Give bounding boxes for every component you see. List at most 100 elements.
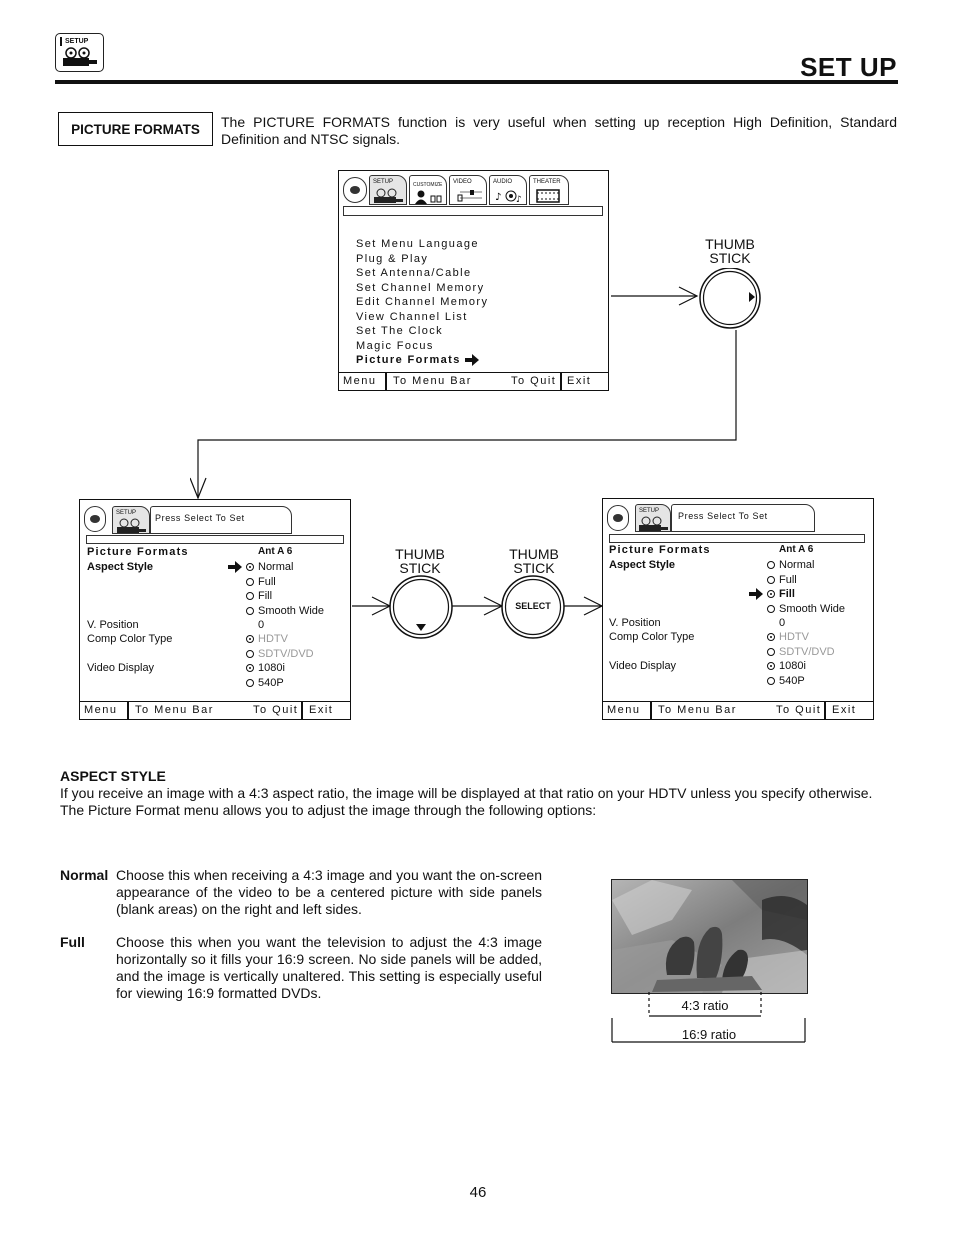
thumb-stick-down-and-select-icons bbox=[352, 575, 604, 639]
option-smooth-wide[interactable]: Smooth Wide bbox=[246, 604, 324, 619]
ratio-16-9-label: 16:9 ratio bbox=[681, 1027, 737, 1042]
radio-icon bbox=[246, 649, 254, 658]
audio-note-icon: ♪ ♪ bbox=[495, 190, 522, 204]
full-description: Choose this when you want the television… bbox=[116, 934, 542, 1001]
radio-icon bbox=[767, 561, 775, 570]
option-1080i[interactable]: 1080i bbox=[767, 659, 806, 674]
aspect-style-heading: ASPECT STYLE bbox=[60, 768, 166, 784]
thumb-stick-label: THUMB STICK bbox=[509, 546, 559, 576]
option-normal[interactable]: Normal bbox=[767, 558, 845, 573]
radio-icon bbox=[767, 575, 775, 584]
footer-to-menu-bar: To Menu Bar bbox=[393, 375, 472, 387]
option-fill[interactable]: Fill bbox=[767, 587, 845, 602]
v-position-label: V. Position bbox=[87, 619, 139, 631]
radio-icon bbox=[246, 678, 254, 687]
nav-circle-icon bbox=[343, 177, 367, 203]
menu-item[interactable]: Set The Clock bbox=[356, 325, 444, 337]
option-full[interactable]: Full bbox=[767, 573, 845, 588]
select-button[interactable]: SELECT bbox=[515, 601, 551, 611]
arrow-right-icon bbox=[749, 588, 763, 600]
option-hdtv[interactable]: HDTV bbox=[767, 630, 835, 645]
person-icon bbox=[415, 190, 442, 204]
tab-video[interactable]: VIDEO bbox=[449, 175, 487, 205]
menu-item[interactable]: Set Channel Memory bbox=[356, 281, 485, 294]
menu-item[interactable]: Edit Channel Memory bbox=[356, 296, 489, 308]
menu-item[interactable]: View Channel List bbox=[356, 310, 468, 323]
setup-section-icon: SETUP bbox=[55, 33, 104, 72]
menu-footer: Menu To Menu Bar To Quit Exit bbox=[603, 701, 873, 719]
ratio-4-3-label: 4:3 ratio bbox=[681, 998, 729, 1013]
menu-item-picture-formats[interactable]: Picture Formats bbox=[356, 354, 461, 366]
footer-to-quit: To Quit bbox=[511, 375, 557, 387]
footer-exit: Exit bbox=[567, 375, 592, 387]
footer-to-menu-bar: To Menu Bar bbox=[135, 704, 214, 716]
arrow-right-icon bbox=[464, 354, 479, 367]
footer-menu: Menu bbox=[84, 704, 118, 716]
tab-customize[interactable]: CUSTOMIZE bbox=[409, 175, 447, 205]
radio-selected-icon bbox=[246, 635, 254, 644]
option-sdtv-dvd[interactable]: SDTV/DVD bbox=[246, 647, 314, 662]
radio-icon bbox=[246, 606, 254, 615]
footer-exit: Exit bbox=[832, 704, 857, 716]
tab-setup[interactable]: SETUP bbox=[635, 504, 671, 532]
projector-icon bbox=[374, 188, 403, 203]
channel-label: Ant A 6 bbox=[258, 546, 293, 557]
menu-item[interactable]: Plug & Play bbox=[356, 252, 429, 265]
footer-to-menu-bar: To Menu Bar bbox=[658, 704, 737, 716]
normal-term: Normal bbox=[60, 867, 109, 883]
option-hdtv[interactable]: HDTV bbox=[246, 632, 314, 647]
tab-setup[interactable]: SETUP bbox=[112, 506, 150, 534]
radio-icon bbox=[767, 676, 775, 685]
video-display-options: 1080i 540P bbox=[767, 659, 806, 688]
aspect-style-label: Aspect Style bbox=[87, 561, 154, 573]
v-position-value[interactable]: 0 bbox=[779, 617, 786, 629]
nav-circle-icon bbox=[84, 506, 106, 532]
page-title: SET UP bbox=[800, 52, 897, 82]
press-select-tab: Press Select To Set bbox=[150, 506, 292, 534]
option-smooth-wide[interactable]: Smooth Wide bbox=[767, 602, 845, 617]
option-1080i[interactable]: 1080i bbox=[246, 661, 285, 676]
option-full[interactable]: Full bbox=[246, 575, 324, 590]
tab-setup[interactable]: SETUP bbox=[369, 175, 407, 205]
seals-image bbox=[612, 880, 807, 993]
menu-item[interactable]: Set Menu Language bbox=[356, 238, 479, 250]
press-select-tab: Press Select To Set bbox=[671, 504, 815, 532]
footer-exit: Exit bbox=[309, 704, 334, 716]
option-540p[interactable]: 540P bbox=[246, 676, 285, 691]
intro-text: The PICTURE FORMATS function is very use… bbox=[221, 114, 897, 147]
radio-selected-icon bbox=[246, 563, 254, 572]
comp-color-options: HDTV SDTV/DVD bbox=[767, 630, 835, 659]
svg-text:♪: ♪ bbox=[516, 195, 522, 204]
option-sdtv-dvd[interactable]: SDTV/DVD bbox=[767, 645, 835, 660]
full-term: Full bbox=[60, 934, 85, 950]
thumb-stick-label: THUMB STICK bbox=[705, 236, 755, 266]
seals-photo bbox=[611, 879, 808, 994]
nav-circle-icon bbox=[607, 505, 629, 531]
menu-title: Picture Formats bbox=[609, 544, 711, 556]
menu-progress-bar bbox=[343, 206, 603, 216]
option-normal[interactable]: Normal bbox=[246, 560, 324, 575]
comp-color-type-label: Comp Color Type bbox=[609, 631, 695, 643]
v-position-value[interactable]: 0 bbox=[258, 619, 265, 631]
tab-audio[interactable]: AUDIO ♪ ♪ bbox=[489, 175, 527, 205]
option-540p[interactable]: 540P bbox=[767, 674, 806, 689]
comp-color-options: HDTV SDTV/DVD bbox=[246, 632, 314, 661]
menu-footer: Menu To Menu Bar To Quit Exit bbox=[339, 372, 608, 390]
picture-formats-menu-right: SETUP Press Select To Set Picture Format… bbox=[602, 498, 874, 720]
option-fill[interactable]: Fill bbox=[246, 589, 324, 604]
arrow-right-icon bbox=[228, 561, 242, 573]
radio-selected-icon bbox=[246, 664, 254, 673]
radio-selected-icon bbox=[767, 662, 775, 671]
page-number: 46 bbox=[469, 1184, 487, 1201]
menu-footer: Menu To Menu Bar To Quit Exit bbox=[80, 701, 350, 719]
menu-item[interactable]: Magic Focus bbox=[356, 339, 434, 352]
menu-title: Picture Formats bbox=[87, 546, 189, 558]
setup-icon-label: SETUP bbox=[65, 38, 89, 45]
v-position-label: V. Position bbox=[609, 617, 661, 629]
projector-icon bbox=[117, 518, 146, 533]
aspect-style-paragraph: If you receive an image with a 4:3 aspec… bbox=[60, 785, 873, 818]
tab-theater[interactable]: THEATER bbox=[529, 175, 569, 205]
menu-progress-bar bbox=[609, 534, 865, 543]
aspect-options: Normal Full Fill Smooth Wide bbox=[767, 558, 845, 616]
menu-item[interactable]: Set Antenna/Cable bbox=[356, 267, 472, 279]
